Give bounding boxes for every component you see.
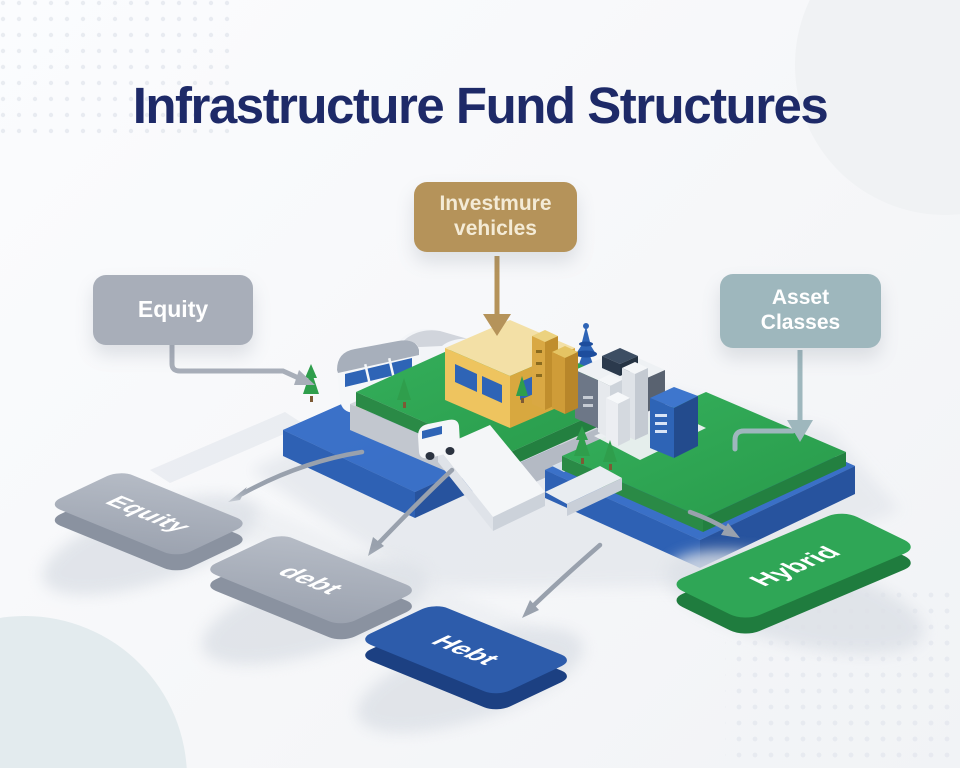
page-title: Infrastructure Fund Structures [132,77,829,134]
blue-office-building-icon [650,387,698,458]
output-slab-hebt: Hebt [365,606,567,710]
arrow-to-equity-slab [239,449,365,497]
arrow-to-hebt-slab [529,542,603,610]
dot-grid-top-left [0,0,232,136]
arrow-to-debt-slab [373,467,455,549]
connector-equity-source [169,342,315,385]
trees-icon [303,364,617,470]
connector-investment-vehicles [483,256,511,336]
gold-towers-icon [532,330,578,414]
decor-circle-top-right [795,0,960,215]
output-slab-equity: Equity [54,473,243,571]
asset-classes-line2: Classes [760,311,841,334]
equity-source-box: Equity [93,275,253,345]
investment-vehicles-line1: Investmure [439,192,552,216]
output-slab-hybrid: Hybrid [676,513,911,634]
equity-source-label: Equity [137,296,209,323]
investment-vehicles-box: Investmure vehicles [414,182,577,252]
decor-circle-bottom-left [0,616,187,768]
output-arrows [239,449,731,610]
delivery-van-icon [418,419,460,460]
white-ramp [438,425,622,531]
investment-vehicles-line2: vehicles [454,217,537,240]
gray-skyscrapers-icon [598,362,648,446]
connector-asset-classes [732,350,813,452]
output-slab-debt: debt [210,536,412,640]
asset-classes-box: Asset Classes [720,274,881,348]
asset-classes-line1: Asset [771,286,830,310]
